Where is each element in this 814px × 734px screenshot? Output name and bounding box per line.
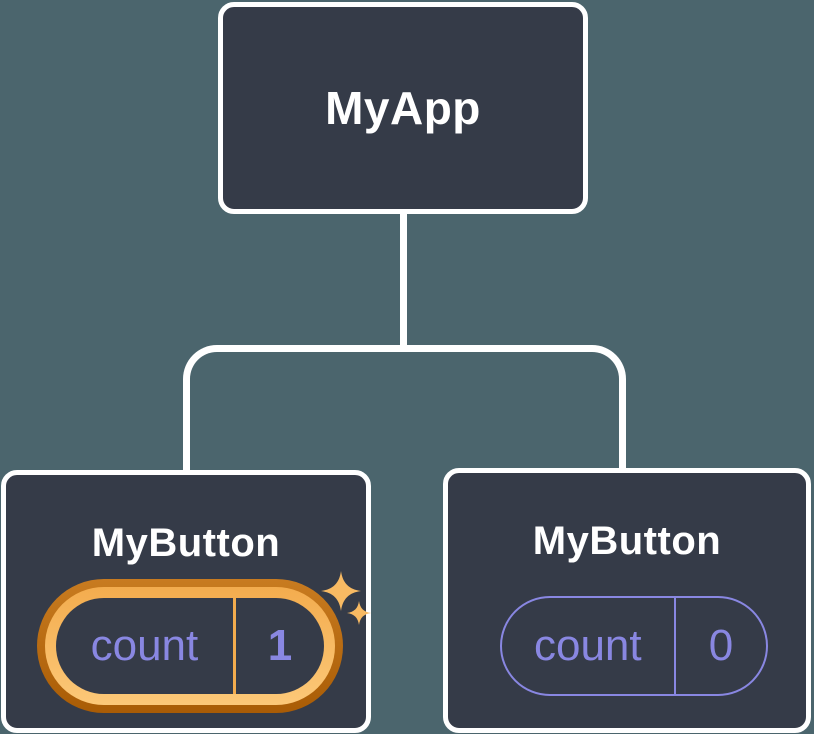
state-pill-divider	[673, 598, 677, 694]
root-node-label: MyApp	[325, 82, 481, 134]
state-pill-highlight-ring: count 1	[45, 587, 335, 705]
child-node-mybutton-left: MyButton count 1	[1, 470, 371, 733]
state-pill-core: count 1	[56, 598, 324, 694]
state-key-segment: count	[56, 598, 233, 694]
state-pill-divider	[232, 598, 236, 694]
state-pill-highlighted: count 1	[37, 579, 343, 713]
state-pill-plain: count 0	[500, 596, 768, 696]
connector-bracket	[183, 345, 626, 471]
state-key-label: count	[90, 621, 199, 670]
state-value-segment: 0	[676, 598, 766, 694]
state-value-label: 1	[267, 621, 293, 670]
child-node-label: MyButton	[91, 521, 281, 565]
child-node-mybutton-right: MyButton count 0	[443, 468, 811, 733]
child-node-label: MyButton	[532, 519, 722, 563]
state-key-segment: count	[502, 598, 674, 694]
state-value-label: 0	[708, 621, 734, 670]
state-key-label: count	[533, 621, 642, 670]
connector-stem	[400, 212, 407, 350]
root-node-myapp: MyApp	[218, 2, 588, 214]
sparkle-icon	[321, 571, 371, 625]
state-value-segment: 1	[236, 598, 324, 694]
